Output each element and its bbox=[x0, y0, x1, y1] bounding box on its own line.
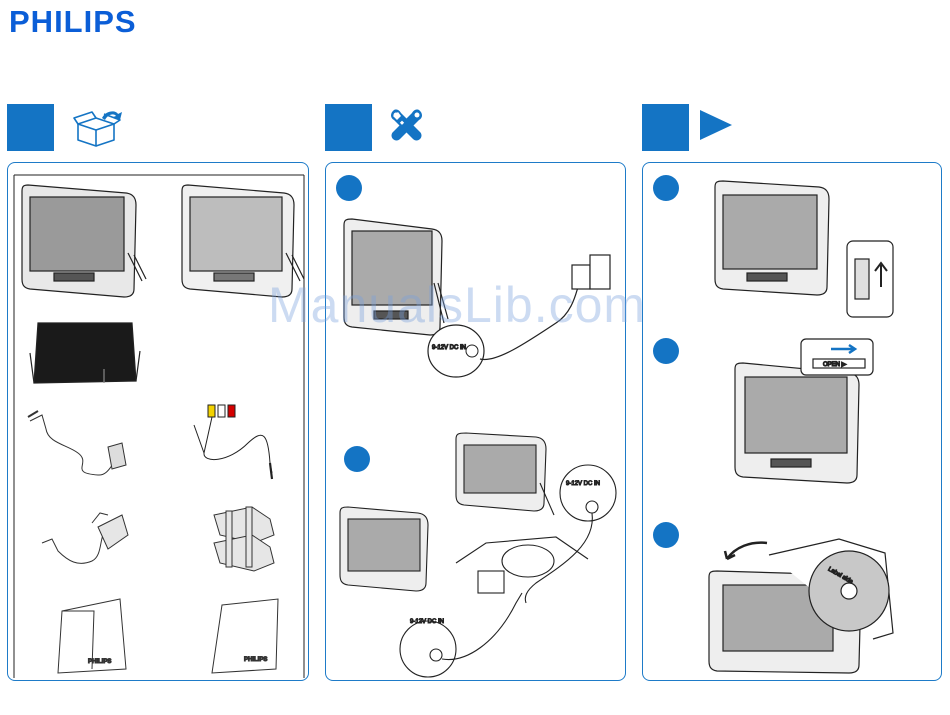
installation-illustration: 9-12V DC IN 9-12V DC IN 9-12V DC IN bbox=[326, 163, 626, 681]
booklet-brand-1: PHILIPS bbox=[88, 659, 111, 665]
car-dual-players: 9-12V DC IN 9-12V DC IN bbox=[340, 433, 616, 677]
manualslib-watermark: ManualsLib.com bbox=[268, 276, 646, 334]
user-manual-booklet: PHILIPS bbox=[58, 599, 126, 673]
dvd-player-main bbox=[22, 185, 146, 297]
dc-in-label-2: 9-12V DC IN bbox=[566, 481, 600, 487]
dc-in-label-1: 9-12V DC IN bbox=[432, 345, 466, 351]
installation-panel: 9-12V DC IN 9-12V DC IN 9-12V DC IN bbox=[325, 162, 626, 681]
quick-start-booklet: PHILIPS bbox=[212, 599, 278, 673]
player-open-lid: OPEN ▶ bbox=[735, 339, 873, 483]
section-1-marker bbox=[7, 104, 54, 151]
play-icon bbox=[698, 108, 734, 142]
play-illustration: OPEN ▶ Label side bbox=[643, 163, 942, 681]
brand-logo: PHILIPS bbox=[9, 4, 137, 40]
player-power-switch bbox=[715, 181, 893, 317]
av-cable bbox=[194, 405, 272, 479]
box-contents-panel: PHILIPS PHILIPS bbox=[7, 162, 309, 681]
booklet-brand-2: PHILIPS bbox=[244, 657, 267, 663]
section-2-marker bbox=[325, 104, 372, 151]
headrest-mounts bbox=[214, 507, 274, 571]
carry-bag bbox=[30, 323, 140, 383]
car-adapter bbox=[42, 513, 128, 563]
ac-adapter bbox=[28, 411, 126, 475]
player-insert-disc: Label side bbox=[709, 539, 893, 673]
tools-icon bbox=[389, 108, 425, 144]
open-label: OPEN ▶ bbox=[823, 362, 847, 368]
section-3-marker bbox=[642, 104, 689, 151]
box-contents-illustration: PHILIPS PHILIPS bbox=[8, 163, 309, 681]
dc-in-label-3: 9-12V DC IN bbox=[410, 619, 444, 625]
play-panel: OPEN ▶ Label side bbox=[642, 162, 942, 681]
open-box-icon bbox=[74, 108, 130, 148]
